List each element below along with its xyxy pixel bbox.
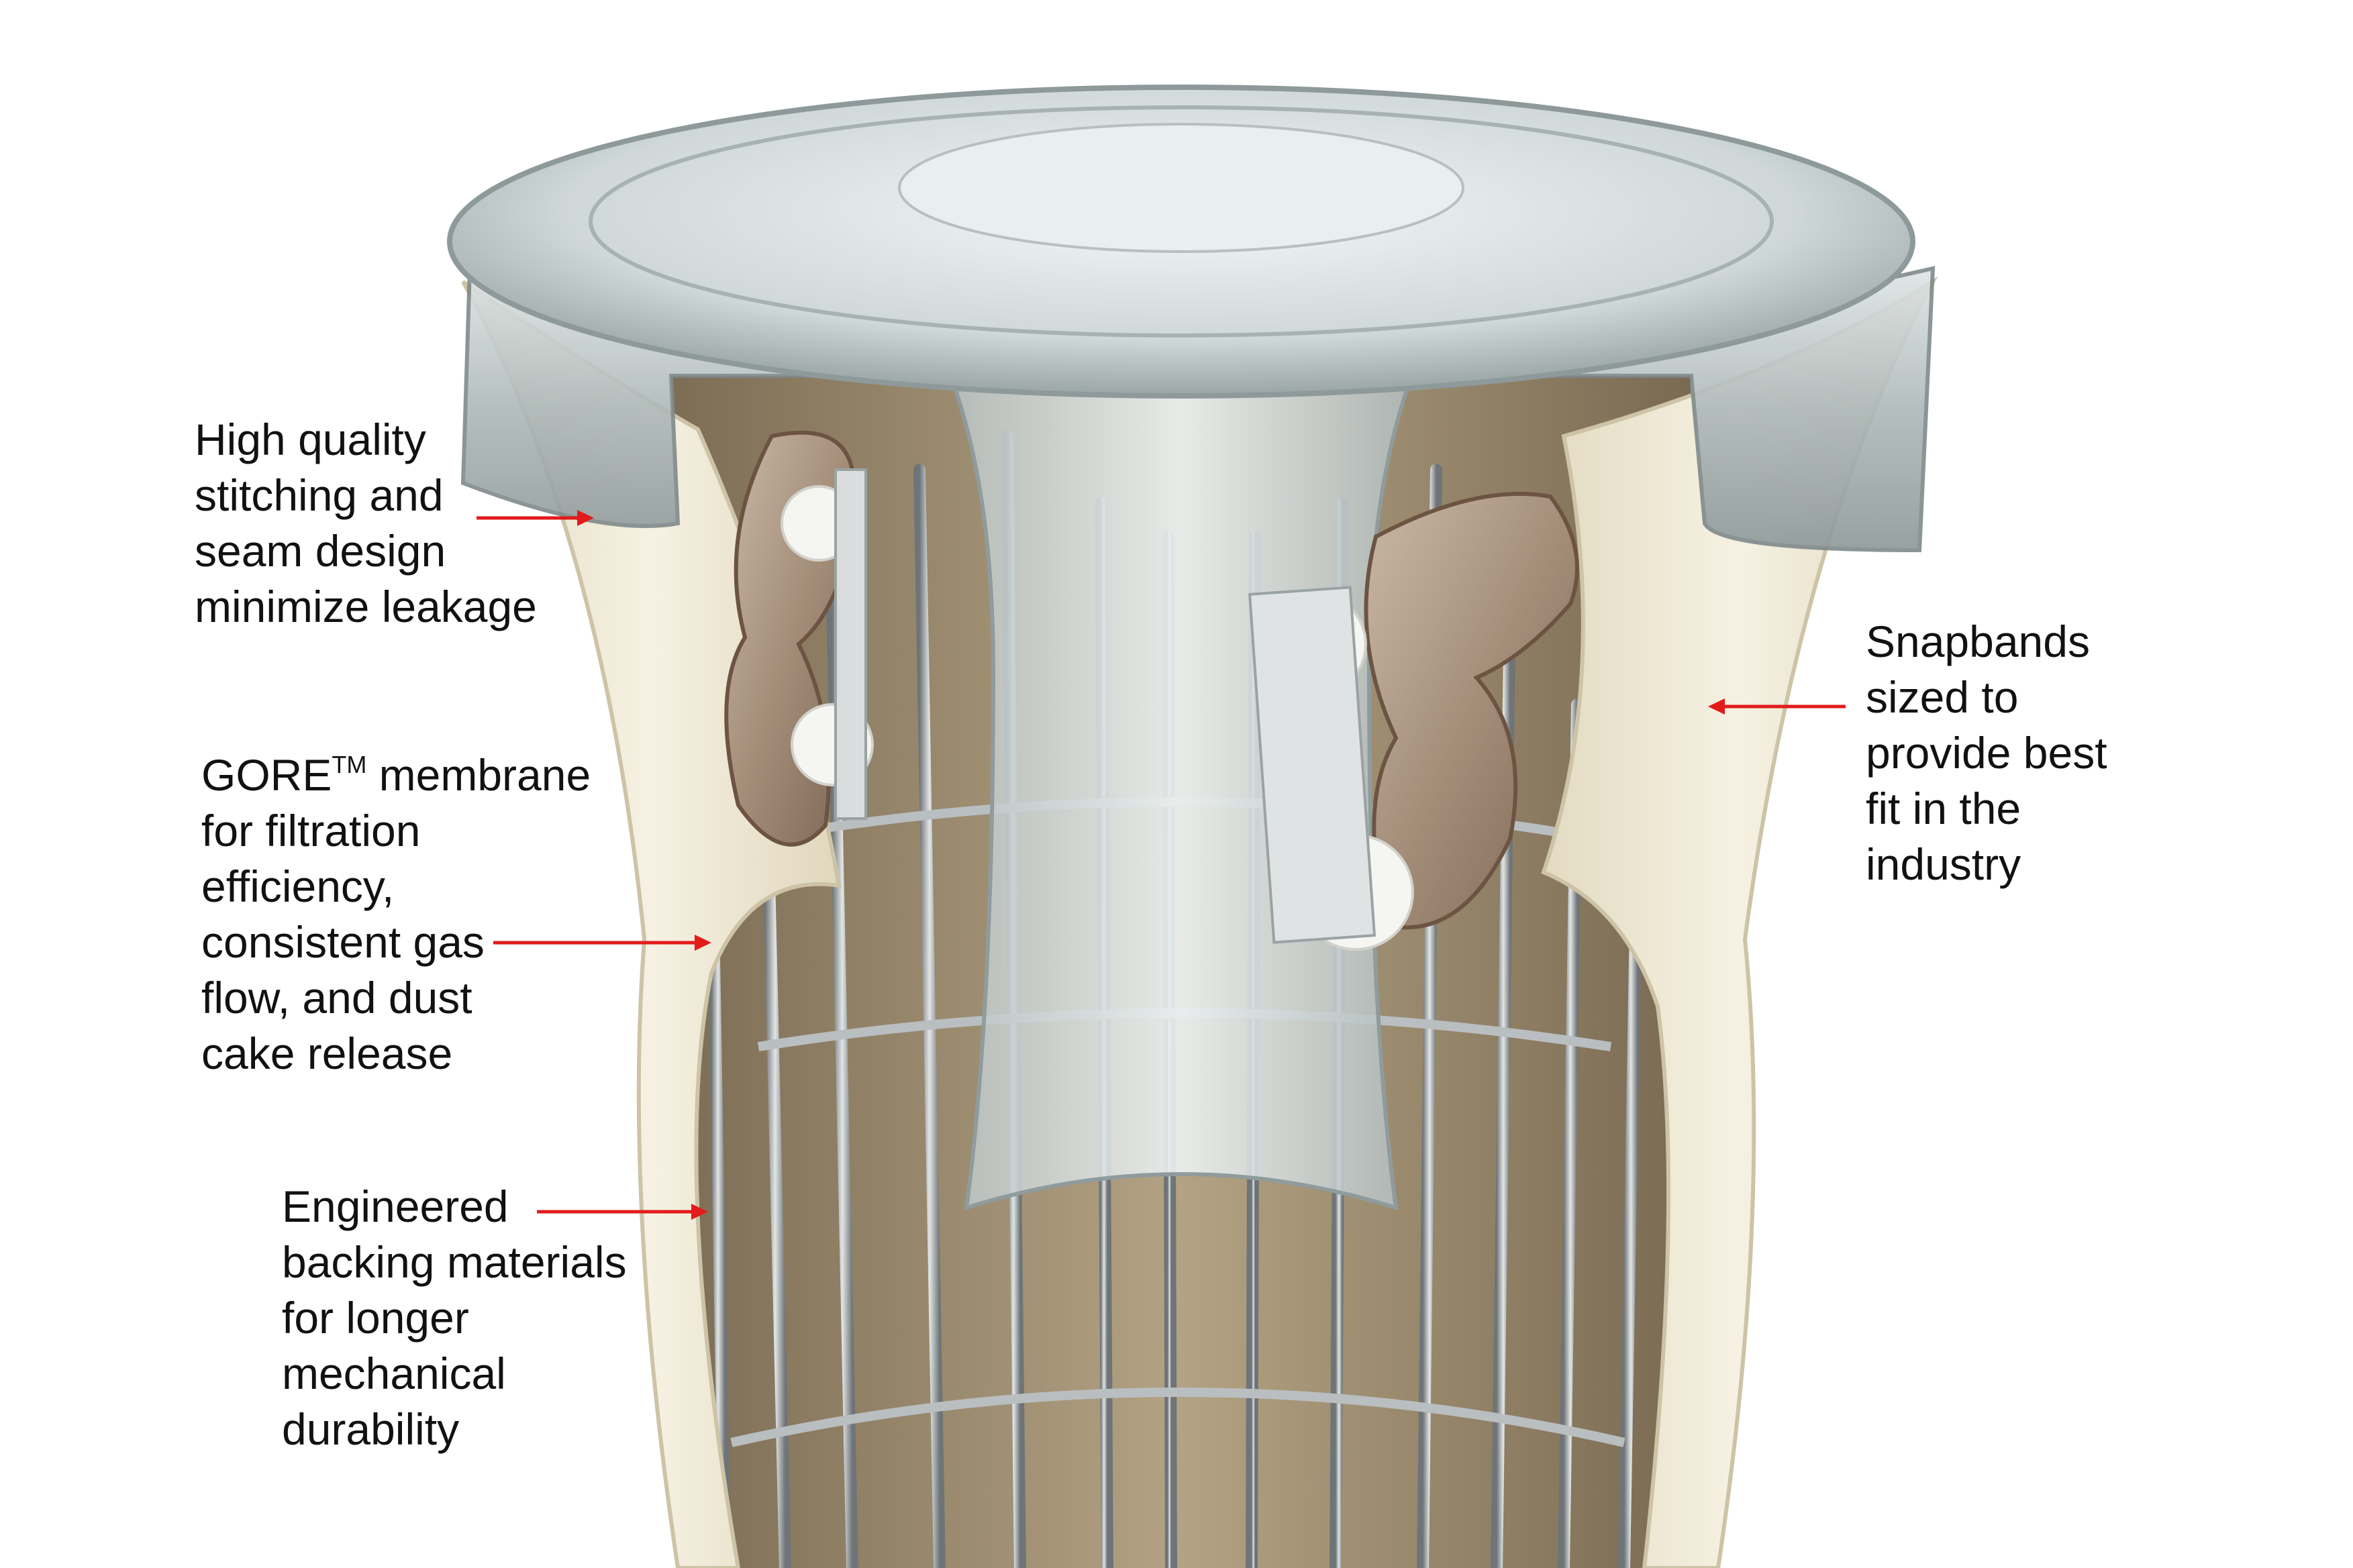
callout-line: High quality (195, 415, 426, 464)
brand-name: GORE (201, 750, 332, 800)
callout-line: cake release (201, 1029, 453, 1078)
snapband-strip-right (1248, 586, 1376, 944)
callout-arrows (477, 510, 1846, 1220)
arrow-backing (537, 1204, 708, 1220)
callout-line: minimize leakage (195, 582, 537, 631)
callout-snapbands: Snapbands sized to provide best fit in t… (1866, 614, 2107, 892)
top-lid-center (898, 123, 1464, 253)
arrow-membrane (493, 935, 711, 951)
arrow-snapbands (1708, 698, 1846, 715)
callout-line: industry (1866, 839, 2021, 889)
callout-line: backing materials (282, 1237, 627, 1287)
callout-line: for longer (282, 1293, 469, 1343)
top-lid-inner (589, 105, 1774, 337)
callout-line: Snapbands (1866, 617, 2090, 666)
seam-cutaway-right (1364, 492, 1579, 930)
snapband-strip-left (834, 468, 867, 820)
callout-line: Engineered (282, 1182, 509, 1231)
callout-line-rest: membrane (366, 750, 591, 800)
callout-line: stitching and (195, 470, 444, 520)
felt-wall-right (1541, 276, 1938, 1568)
callout-line: GORETM membrane (201, 747, 591, 803)
callout-line: consistent gas (201, 917, 485, 967)
callout-backing: Engineered backing materials for longer … (282, 1179, 627, 1457)
callout-line: fit in the (1866, 784, 2021, 833)
callout-line: provide best (1866, 728, 2107, 778)
callout-line: seam design (195, 526, 446, 576)
callout-line: sized to (1866, 672, 2019, 722)
callout-stitching: High quality stitching and seam design m… (195, 412, 537, 635)
trademark-mark: TM (332, 751, 367, 778)
callout-line: flow, and dust (201, 973, 472, 1023)
callout-line: efficiency, (201, 861, 395, 911)
callout-line: durability (282, 1404, 460, 1454)
arrow-stitching (477, 510, 594, 526)
callout-line: mechanical (282, 1349, 506, 1398)
callout-membrane: GORETM membrane for filtration efficienc… (201, 747, 591, 1082)
callout-line: for filtration (201, 806, 421, 855)
